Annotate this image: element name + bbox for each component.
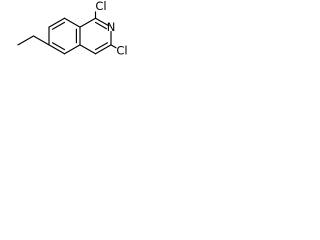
bond-c5-c6 [48,44,66,55]
bond-c1-n2-inner [94,21,108,30]
atom-label-cl1: Cl [95,0,106,13]
bond-c3-c4-inner [94,42,109,51]
chemical-structure-diagram: Cl N Cl [17,0,128,58]
bond-ethyl-ch2-ch3 [17,35,35,46]
bond-c8a-c1 [79,17,97,28]
bond-c4a-c5 [63,44,81,55]
bond-c6-ethyl-ch2 [32,35,50,46]
atom-label-cl3: Cl [116,44,127,58]
bond-c8-c8a [63,17,81,28]
bond-c7-c8-inner [51,21,66,30]
bond-c3-c4 [94,44,112,55]
bond-c5-c6-inner [51,42,66,51]
atom-label-n2: N [107,20,116,34]
bond-c1-n2 [94,17,110,27]
bond-c4-c4a [79,44,97,55]
bond-c3-cl3 [110,44,117,49]
bond-c7-c8 [48,17,66,28]
